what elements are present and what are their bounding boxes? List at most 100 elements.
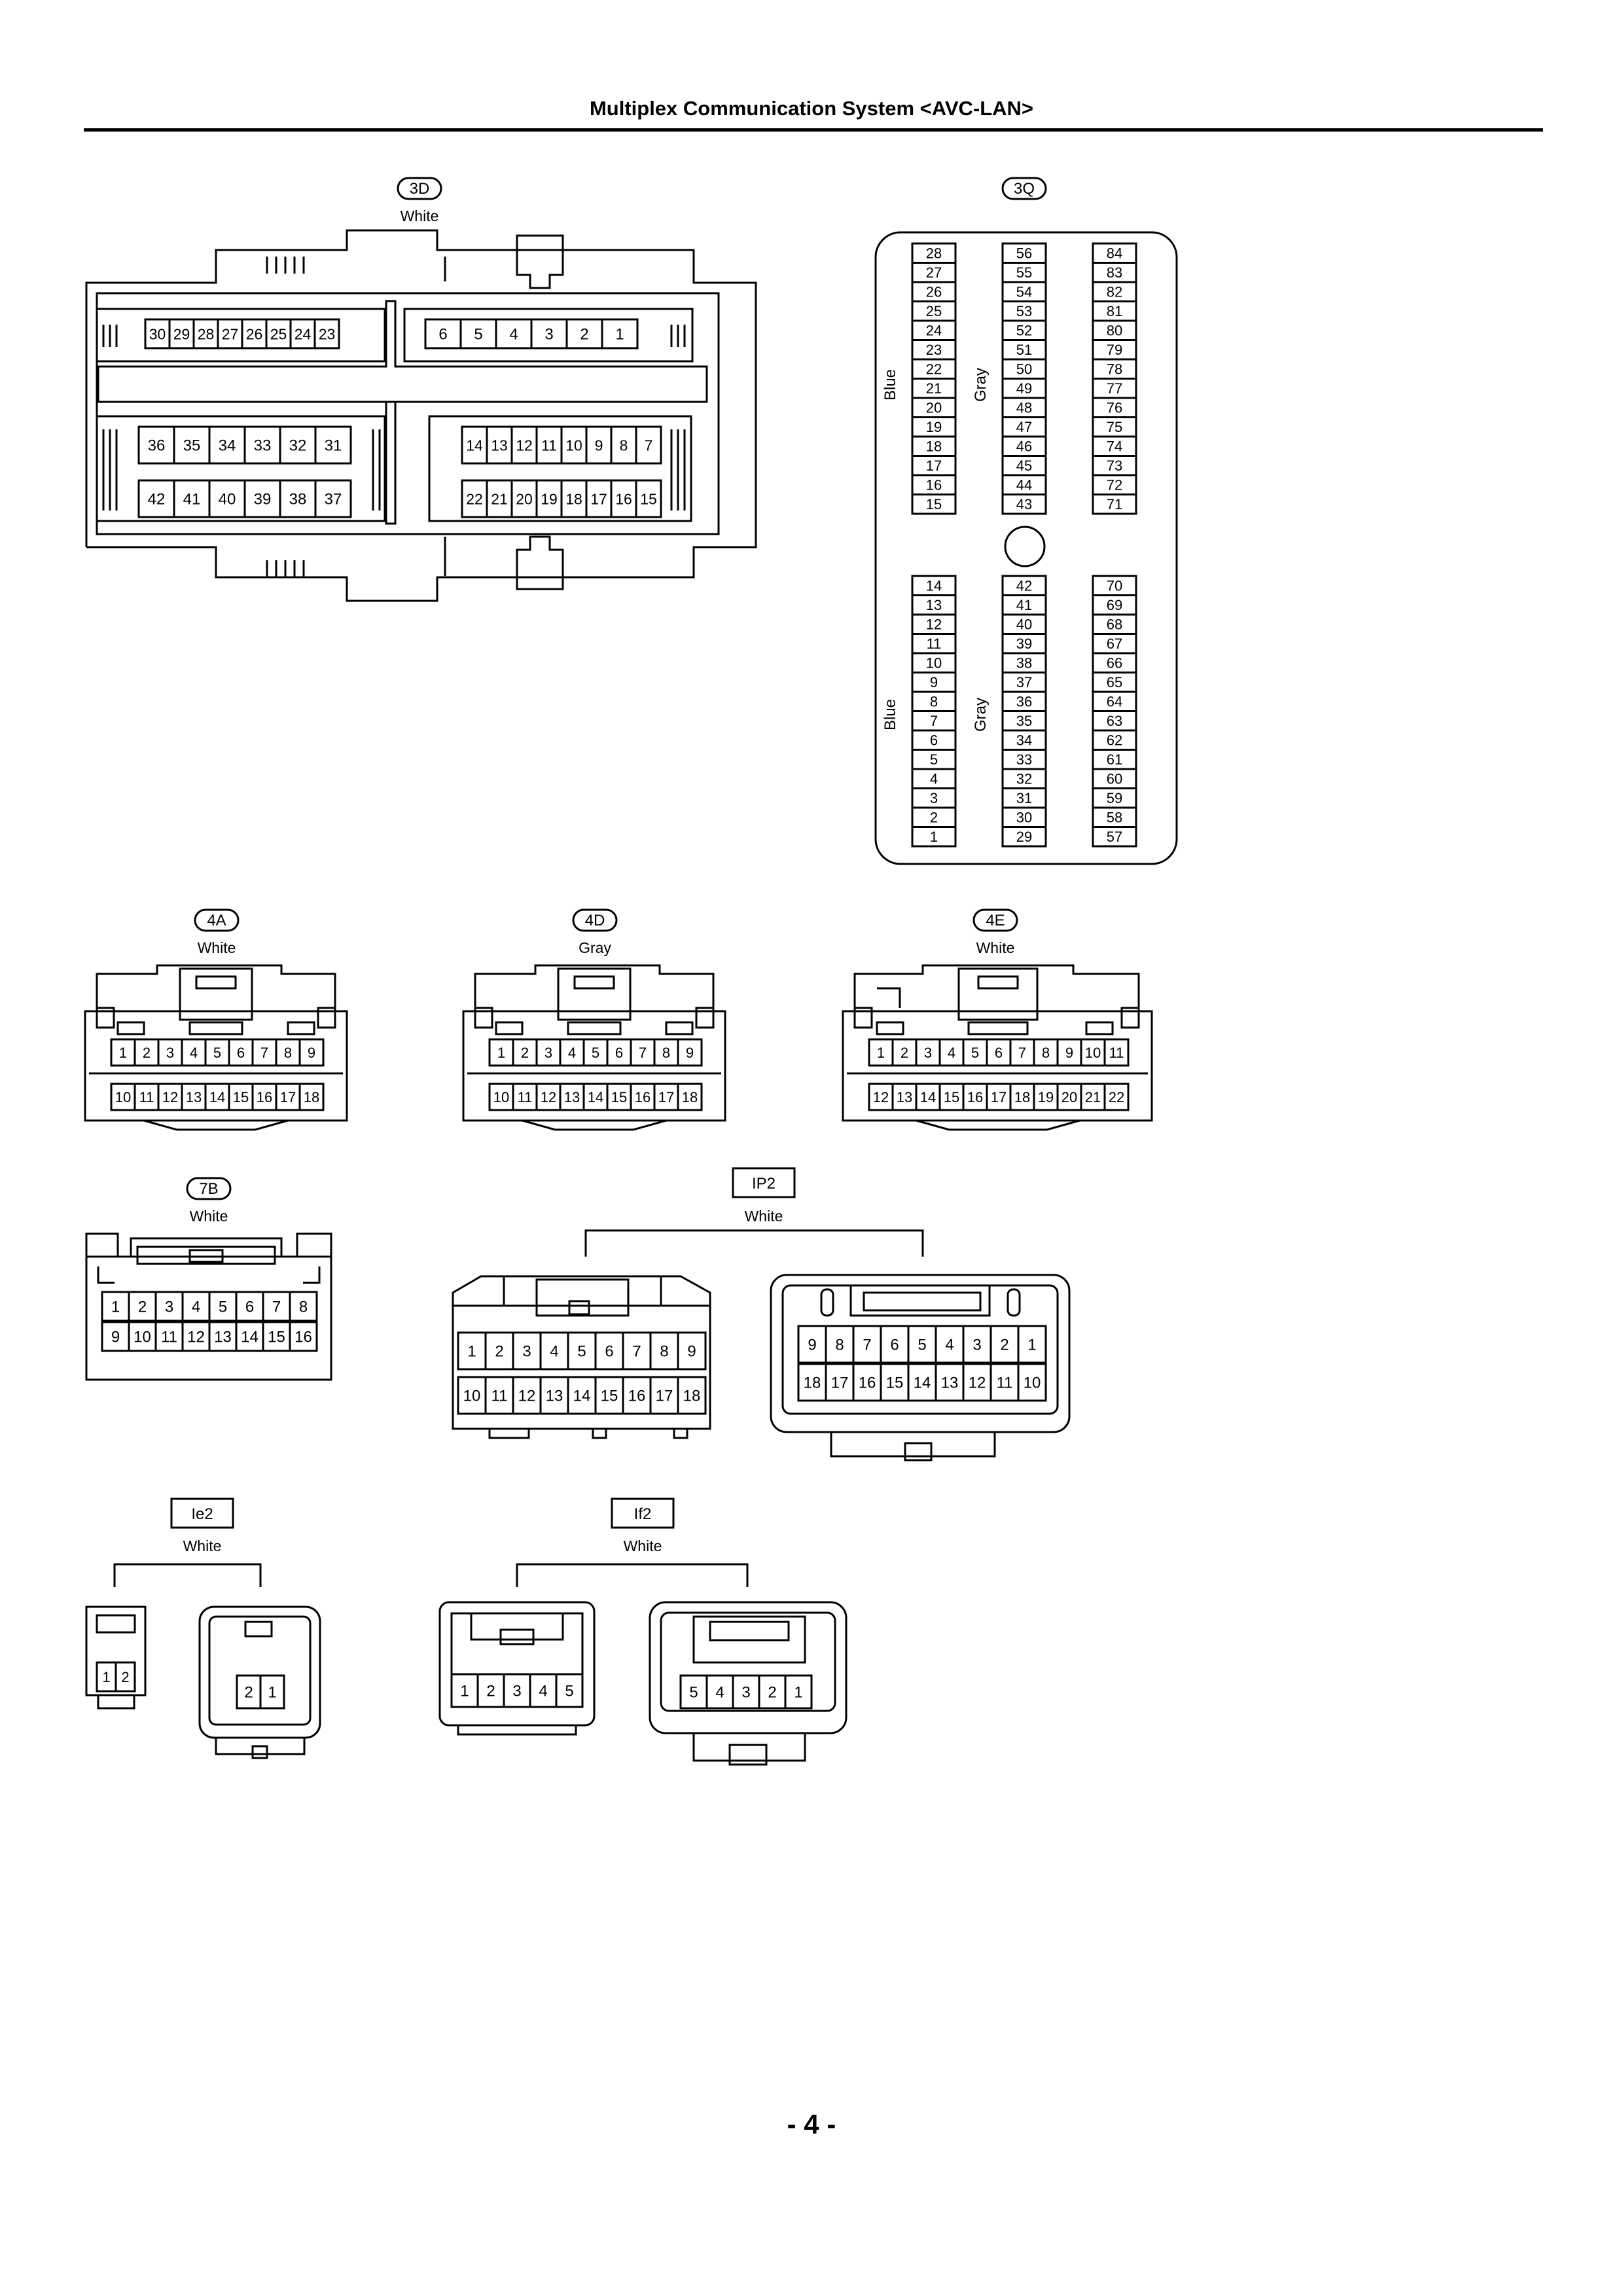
pin-number: 19: [1038, 1089, 1054, 1105]
pin-number: 11: [927, 636, 942, 652]
pin-number: 17: [991, 1089, 1007, 1105]
pin-number: 17: [590, 490, 607, 507]
pin-number: 6: [245, 1299, 254, 1316]
pin-cell: 21: [486, 479, 513, 518]
pin-cell: 3: [911, 787, 957, 809]
pin-cell: 23: [911, 339, 957, 361]
pin-number: 34: [219, 437, 236, 455]
pin-number: 20: [1061, 1089, 1077, 1105]
pin-number: 14: [588, 1089, 603, 1105]
connector-housing: [842, 964, 1153, 1131]
pin-number: 1: [1027, 1336, 1036, 1354]
pin-number: 78: [1107, 361, 1122, 378]
pin-cell: 12: [157, 1083, 183, 1111]
pin-number: 28: [926, 245, 942, 262]
pin-cell: 14: [235, 1321, 264, 1352]
pin-cell: 38: [279, 479, 317, 518]
pin-cell: 20: [510, 479, 538, 518]
pin-number: 4: [568, 1045, 576, 1061]
pin-cell: 3: [512, 1331, 542, 1371]
pin-cell: 53: [1001, 300, 1047, 322]
pin-number: 41: [183, 491, 201, 509]
connector-id: 4D: [585, 912, 605, 929]
pin-number: 17: [280, 1089, 296, 1105]
pin-number: 29: [1016, 829, 1032, 845]
connector-housing-female: [85, 1605, 147, 1710]
pin-number: 7: [632, 1343, 641, 1361]
pin-number: 13: [546, 1388, 563, 1405]
pin-cell: 30: [1001, 806, 1047, 828]
pin-number: 22: [926, 361, 942, 378]
pin-number: 21: [926, 380, 942, 397]
pin-number: 7: [863, 1336, 871, 1354]
pin-number: 53: [1016, 303, 1032, 319]
pin-number: 76: [1107, 400, 1122, 416]
pin-number: 22: [466, 490, 483, 507]
pin-number: 36: [1016, 694, 1032, 710]
pin-number: 17: [926, 457, 942, 474]
pin-cell: 2: [236, 1674, 262, 1710]
pin-number: 35: [183, 437, 201, 455]
pin-number: 13: [941, 1374, 959, 1392]
pin-number: 18: [926, 439, 942, 455]
pin-cell: 9: [298, 1038, 325, 1067]
pin-number: 16: [294, 1329, 312, 1346]
pin-number: 1: [102, 1669, 110, 1685]
pin-number: 9: [111, 1329, 120, 1346]
pin-number: 3: [166, 1045, 174, 1061]
pin-number: 1: [268, 1684, 276, 1702]
pin-cell: 27: [911, 262, 957, 283]
pin-number: 13: [564, 1089, 580, 1105]
pin-cell: 63: [1092, 710, 1137, 732]
pin-number: 9: [808, 1336, 816, 1354]
pin-cell: 19: [911, 416, 957, 438]
pin-number: 57: [1107, 829, 1122, 845]
pin-number: 42: [1016, 578, 1032, 594]
pin-cell: 16: [962, 1083, 988, 1111]
pin-cell: 36: [1001, 691, 1047, 712]
pin-cell: 76: [1092, 397, 1137, 418]
pin-number: 5: [474, 326, 482, 344]
pin-cell: 33: [243, 425, 281, 465]
pin-number: 14: [920, 1089, 936, 1105]
pin-number: 10: [134, 1329, 151, 1346]
page-number: - 4 -: [787, 2109, 836, 2140]
pin-number: 3: [165, 1299, 173, 1316]
pin-number: 5: [577, 1343, 586, 1361]
pin-cell: 1: [784, 1674, 813, 1710]
pin-number: 44: [1016, 477, 1032, 493]
pin-cell: 39: [1001, 633, 1047, 655]
pin-cell: 10: [560, 425, 588, 465]
connector-housing-male: [770, 1274, 1071, 1462]
connector-id: 4E: [986, 912, 1005, 929]
pin-cell: 13: [935, 1363, 965, 1402]
pin-number: 6: [890, 1336, 899, 1354]
pin-number: 6: [605, 1343, 613, 1361]
pin-number: 14: [466, 437, 483, 454]
pin-cell: 11: [512, 1083, 538, 1111]
pin-cell: 72: [1092, 474, 1137, 495]
pin-cell: 2: [476, 1673, 505, 1708]
pin-cell: 7: [852, 1325, 882, 1364]
pin-number: 2: [121, 1669, 129, 1685]
pin-number: 17: [656, 1388, 673, 1405]
pin-cell: 32: [279, 425, 317, 465]
pin-number: 42: [148, 491, 166, 509]
pin-number: 33: [254, 437, 272, 455]
pin-cell: 17: [649, 1376, 679, 1415]
pin-number: 24: [926, 323, 942, 339]
pin-cell: 12: [510, 425, 538, 465]
pin-cell: 84: [1092, 242, 1137, 264]
pin-number: 63: [1107, 713, 1122, 729]
pin-cell: 6: [880, 1325, 910, 1364]
pin-cell: 7: [630, 1038, 656, 1067]
